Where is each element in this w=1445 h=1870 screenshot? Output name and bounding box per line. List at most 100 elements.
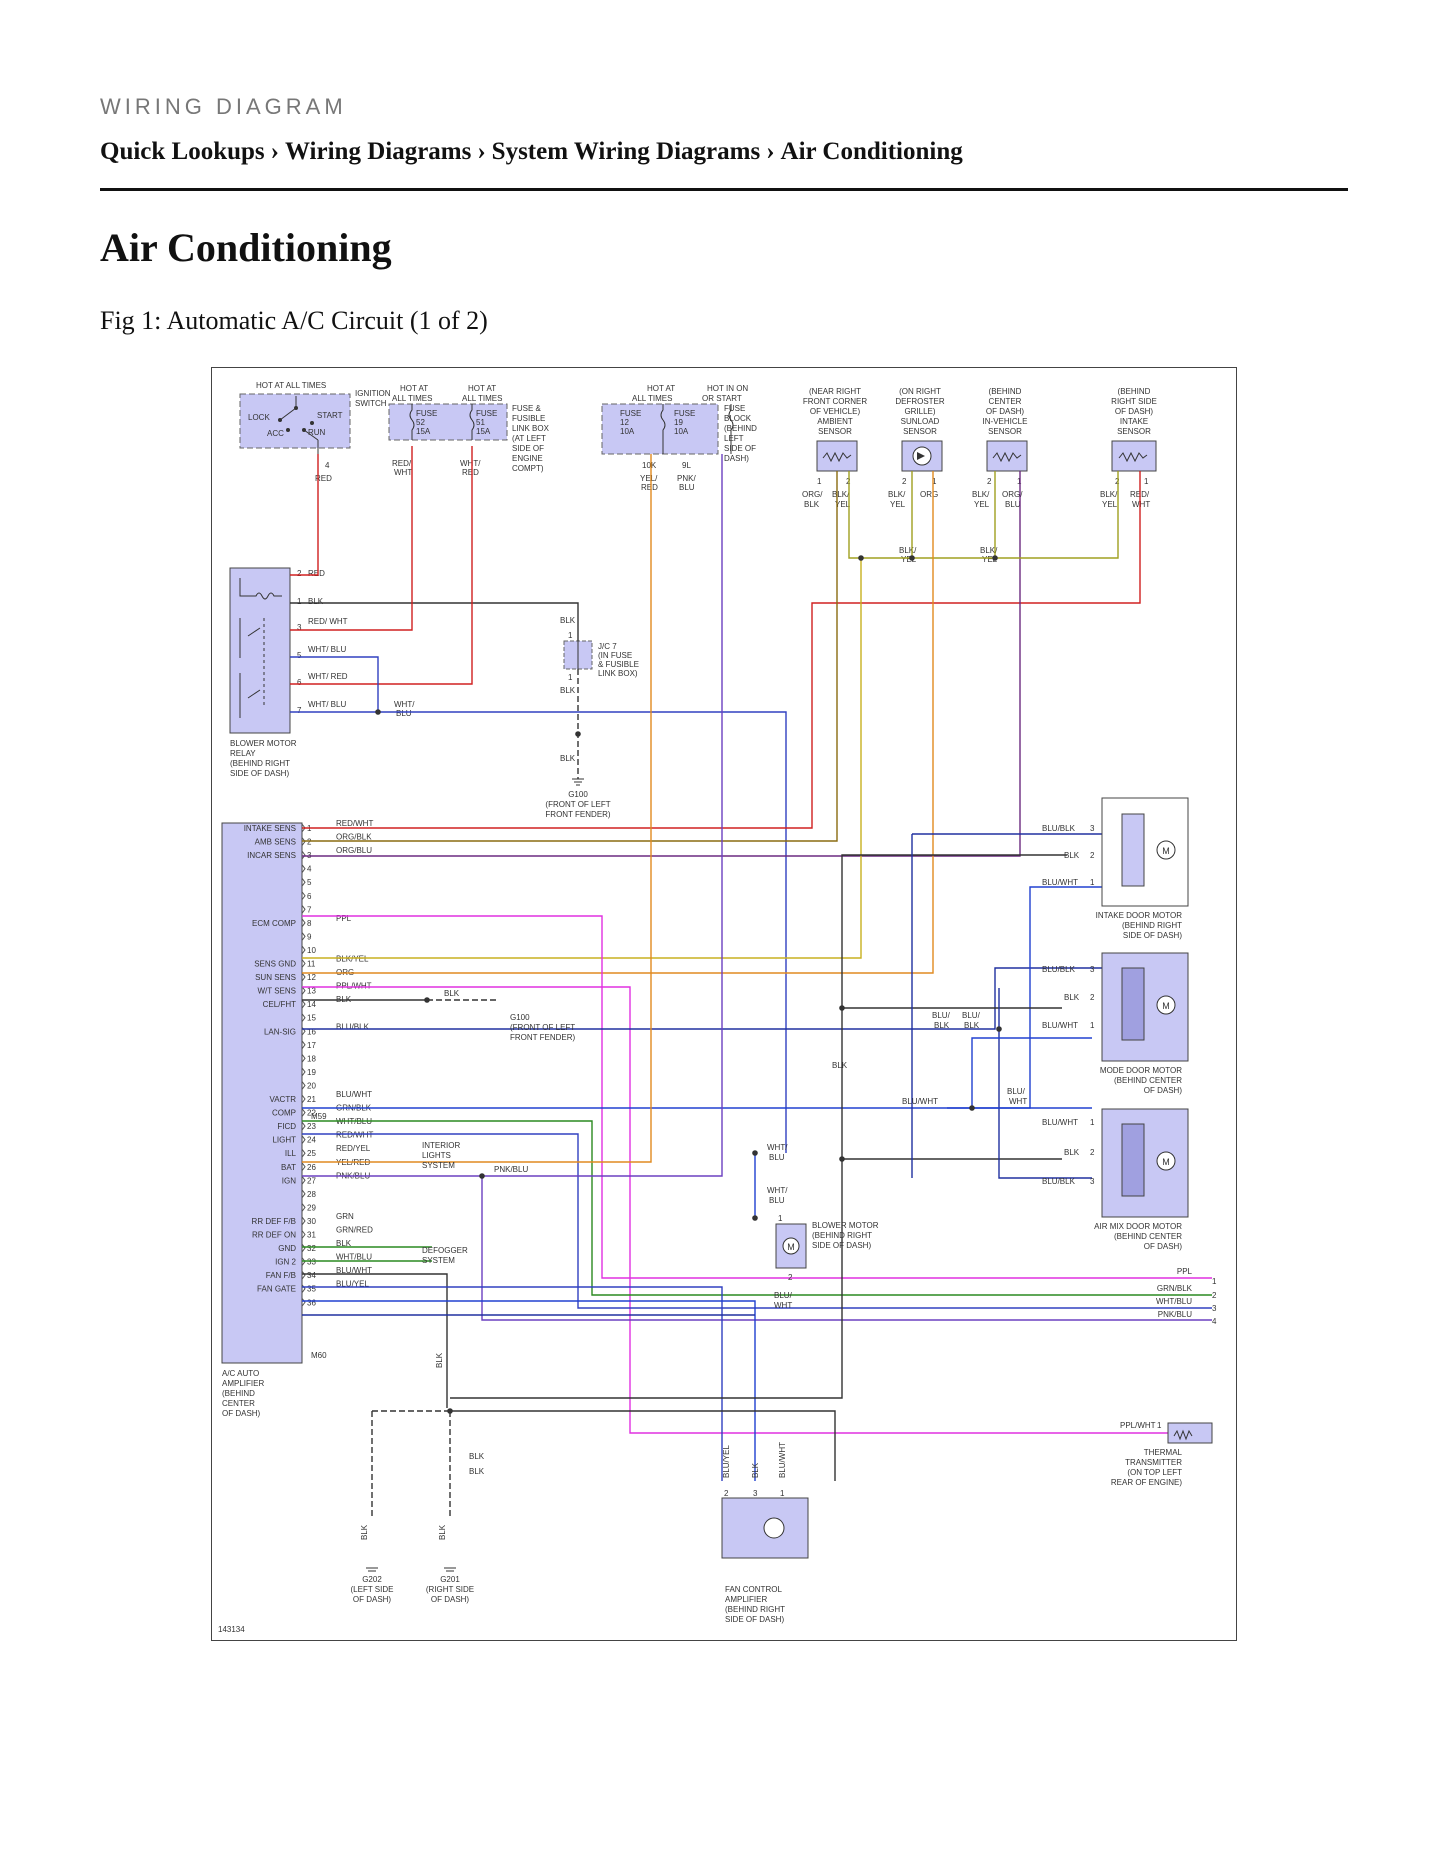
g100-label-2: (FRONT OF LEFT [545, 800, 610, 809]
g100b-label-2: (FRONT OF LEFT [510, 1023, 575, 1032]
breadcrumb-system-wiring-diagrams[interactable]: System Wiring Diagrams [491, 138, 761, 165]
wire-incar-sens [302, 471, 1021, 857]
fan-label-1: FAN CONTROL [725, 1585, 782, 1594]
amp-pin-terminal [301, 986, 306, 995]
intake-motor-label-1: INTAKE DOOR MOTOR [1096, 911, 1183, 920]
breadcrumb-wiring-diagrams[interactable]: Wiring Diagrams [285, 138, 472, 165]
fb-2: BLOCK [724, 414, 752, 423]
blower-label-2: (BEHIND RIGHT [812, 1231, 872, 1240]
fan-wire-1: BLU/WHT [778, 1442, 787, 1478]
sunload-label-3: GRILLE) [904, 407, 935, 416]
relay-label-2: RELAY [230, 749, 256, 758]
fuse51-label: FUSE [476, 409, 497, 418]
relay-wire-3: RED/ WHT [308, 617, 348, 626]
interior-label-2: LIGHTS [422, 1151, 451, 1160]
fuse12-hot2: ALL TIMES [632, 394, 672, 403]
amp-pin-terminal [301, 1216, 306, 1226]
wire-fuse52 [290, 446, 413, 631]
amp-pin-name: LAN-SIG [264, 1027, 296, 1036]
amp-pin-number: 27 [307, 1176, 316, 1185]
blower-motor: M 1 2 WHT/ BLU WHT/ BLU BLU/ WHT BLOWER … [767, 1143, 879, 1310]
intake-label-5: SENSOR [1117, 427, 1151, 436]
amp-pin-terminal [301, 1054, 306, 1063]
fuse52-hot2: ALL TIMES [392, 394, 432, 403]
amp-pin-name: LIGHT [272, 1136, 296, 1145]
breadcrumb-quick-lookups[interactable]: Quick Lookups [100, 138, 265, 165]
relay-pin-7: 7 [297, 706, 302, 715]
amp-pin-name: RR DEF F/B [252, 1217, 296, 1226]
wire-ign2 [302, 1286, 723, 1481]
mode-motor-pin-1: 1 [1090, 1021, 1095, 1030]
g201-label-2: (RIGHT SIDE [426, 1585, 474, 1594]
fb-6: DASH) [724, 454, 749, 463]
invehicle-wire3: ORG/ [1002, 490, 1023, 499]
amp-pin-wire: WHT/BLU [336, 1253, 372, 1262]
blu-blk-a-2: BLK [934, 1021, 950, 1030]
relay-pin-5: 5 [297, 651, 302, 660]
flb-7: COMPT) [512, 464, 544, 473]
amp-label-2: AMPLIFIER [222, 1379, 264, 1388]
amp-pin-number: 22 [307, 1109, 316, 1118]
fuse52-label: FUSE [416, 409, 437, 418]
relay-splice-1: WHT/ [394, 700, 415, 709]
amp-pin-wire: BLU/WHT [336, 1266, 372, 1275]
jc-wire-ground: BLK [560, 754, 576, 763]
blower-pin-1: 1 [778, 1214, 783, 1223]
amp-pin-terminal [301, 1230, 306, 1239]
wire-fan-fb [302, 1300, 756, 1481]
amp-pin-terminal [301, 1121, 306, 1131]
flb-5: SIDE OF [512, 444, 544, 453]
blu-blk-a-1: BLU/ [932, 1011, 951, 1020]
g100-label-3: FRONT FENDER) [545, 810, 611, 819]
amp-pin-wire: ORG/BLK [336, 833, 372, 842]
rc-pin-3: 3 [1212, 1304, 1217, 1313]
blu-wht-c-2: WHT [1009, 1097, 1027, 1106]
blower-pin-2: 2 [788, 1273, 793, 1282]
blower-wire-b1: WHT/ [767, 1186, 788, 1195]
relay-wire-2: RED [308, 569, 325, 578]
invehicle-label-5: SENSOR [988, 427, 1022, 436]
amp-pin-wire: GRN/RED [336, 1226, 373, 1235]
amp-pin-terminal [301, 1162, 306, 1172]
connector-m59: M59 [311, 1112, 327, 1121]
ambient-wire1: ORG/ [802, 490, 823, 499]
breadcrumb-air-conditioning[interactable]: Air Conditioning [780, 138, 963, 165]
relay-label-3: (BEHIND RIGHT [230, 759, 290, 768]
wire-sensor-gnd-bus [848, 471, 1119, 559]
amp-pin-wire: BLU/BLK [336, 1022, 370, 1031]
amp-pin-number: 36 [307, 1298, 316, 1307]
fuse51-wire1: WHT/ [460, 459, 481, 468]
wire-sens-gnd [302, 558, 862, 959]
fan-label-2: AMPLIFIER [725, 1595, 767, 1604]
relay-wire-6: WHT/ RED [308, 672, 348, 681]
blower-motor-letter: M [787, 1242, 795, 1252]
amp-pin-terminal [301, 1094, 306, 1104]
amp-pin-terminal [301, 850, 306, 860]
defogger-label-1: DEFOGGER [422, 1246, 468, 1255]
gnd-wire-3: BLK [469, 1467, 485, 1476]
amp-pin-name: INTAKE SENS [244, 824, 296, 833]
intake-label-2: RIGHT SIDE [1111, 397, 1157, 406]
airmix-motor-label-1: AIR MIX DOOR MOTOR [1094, 1222, 1182, 1231]
amp-pin-name: FICD [277, 1122, 296, 1131]
amp-pin-terminal [301, 1108, 306, 1117]
jc-wire-bottom: BLK [560, 686, 576, 695]
right-connector: PPL 1 GRN/BLK 2 WHT/BLU 3 PNK/BLU 4 [1156, 1267, 1217, 1326]
amp-pin-wire: RED/WHT [336, 1131, 373, 1140]
relay-wire-1: BLK [308, 597, 324, 606]
g100-label-1: G100 [568, 790, 588, 799]
defogger-label-2: SYSTEM [422, 1256, 455, 1265]
ambient-label-5: SENSOR [818, 427, 852, 436]
intake-sensor: (BEHIND RIGHT SIDE OF DASH) INTAKE SENSO… [1100, 387, 1157, 509]
fan-wire-3: BLK [751, 1462, 760, 1478]
wire-relay-blu7 [290, 711, 787, 1153]
wire-blu-blk-airmix [998, 988, 1092, 1179]
motor-symbol [1156, 1151, 1176, 1171]
amp-pin-number: 16 [307, 1027, 316, 1036]
intake-door-motor: M BLU/BLK 3 BLK 2 BLU/WHT 1 INTAKE DOOR … [1042, 797, 1189, 940]
amp-pin-name: GND [278, 1244, 296, 1253]
jc-wire-top: BLK [560, 616, 576, 625]
intake-label-1: (BEHIND [1118, 387, 1151, 396]
invehicle-label-4: IN-VEHICLE [983, 417, 1028, 426]
flb-3: LINK BOX [512, 424, 550, 433]
